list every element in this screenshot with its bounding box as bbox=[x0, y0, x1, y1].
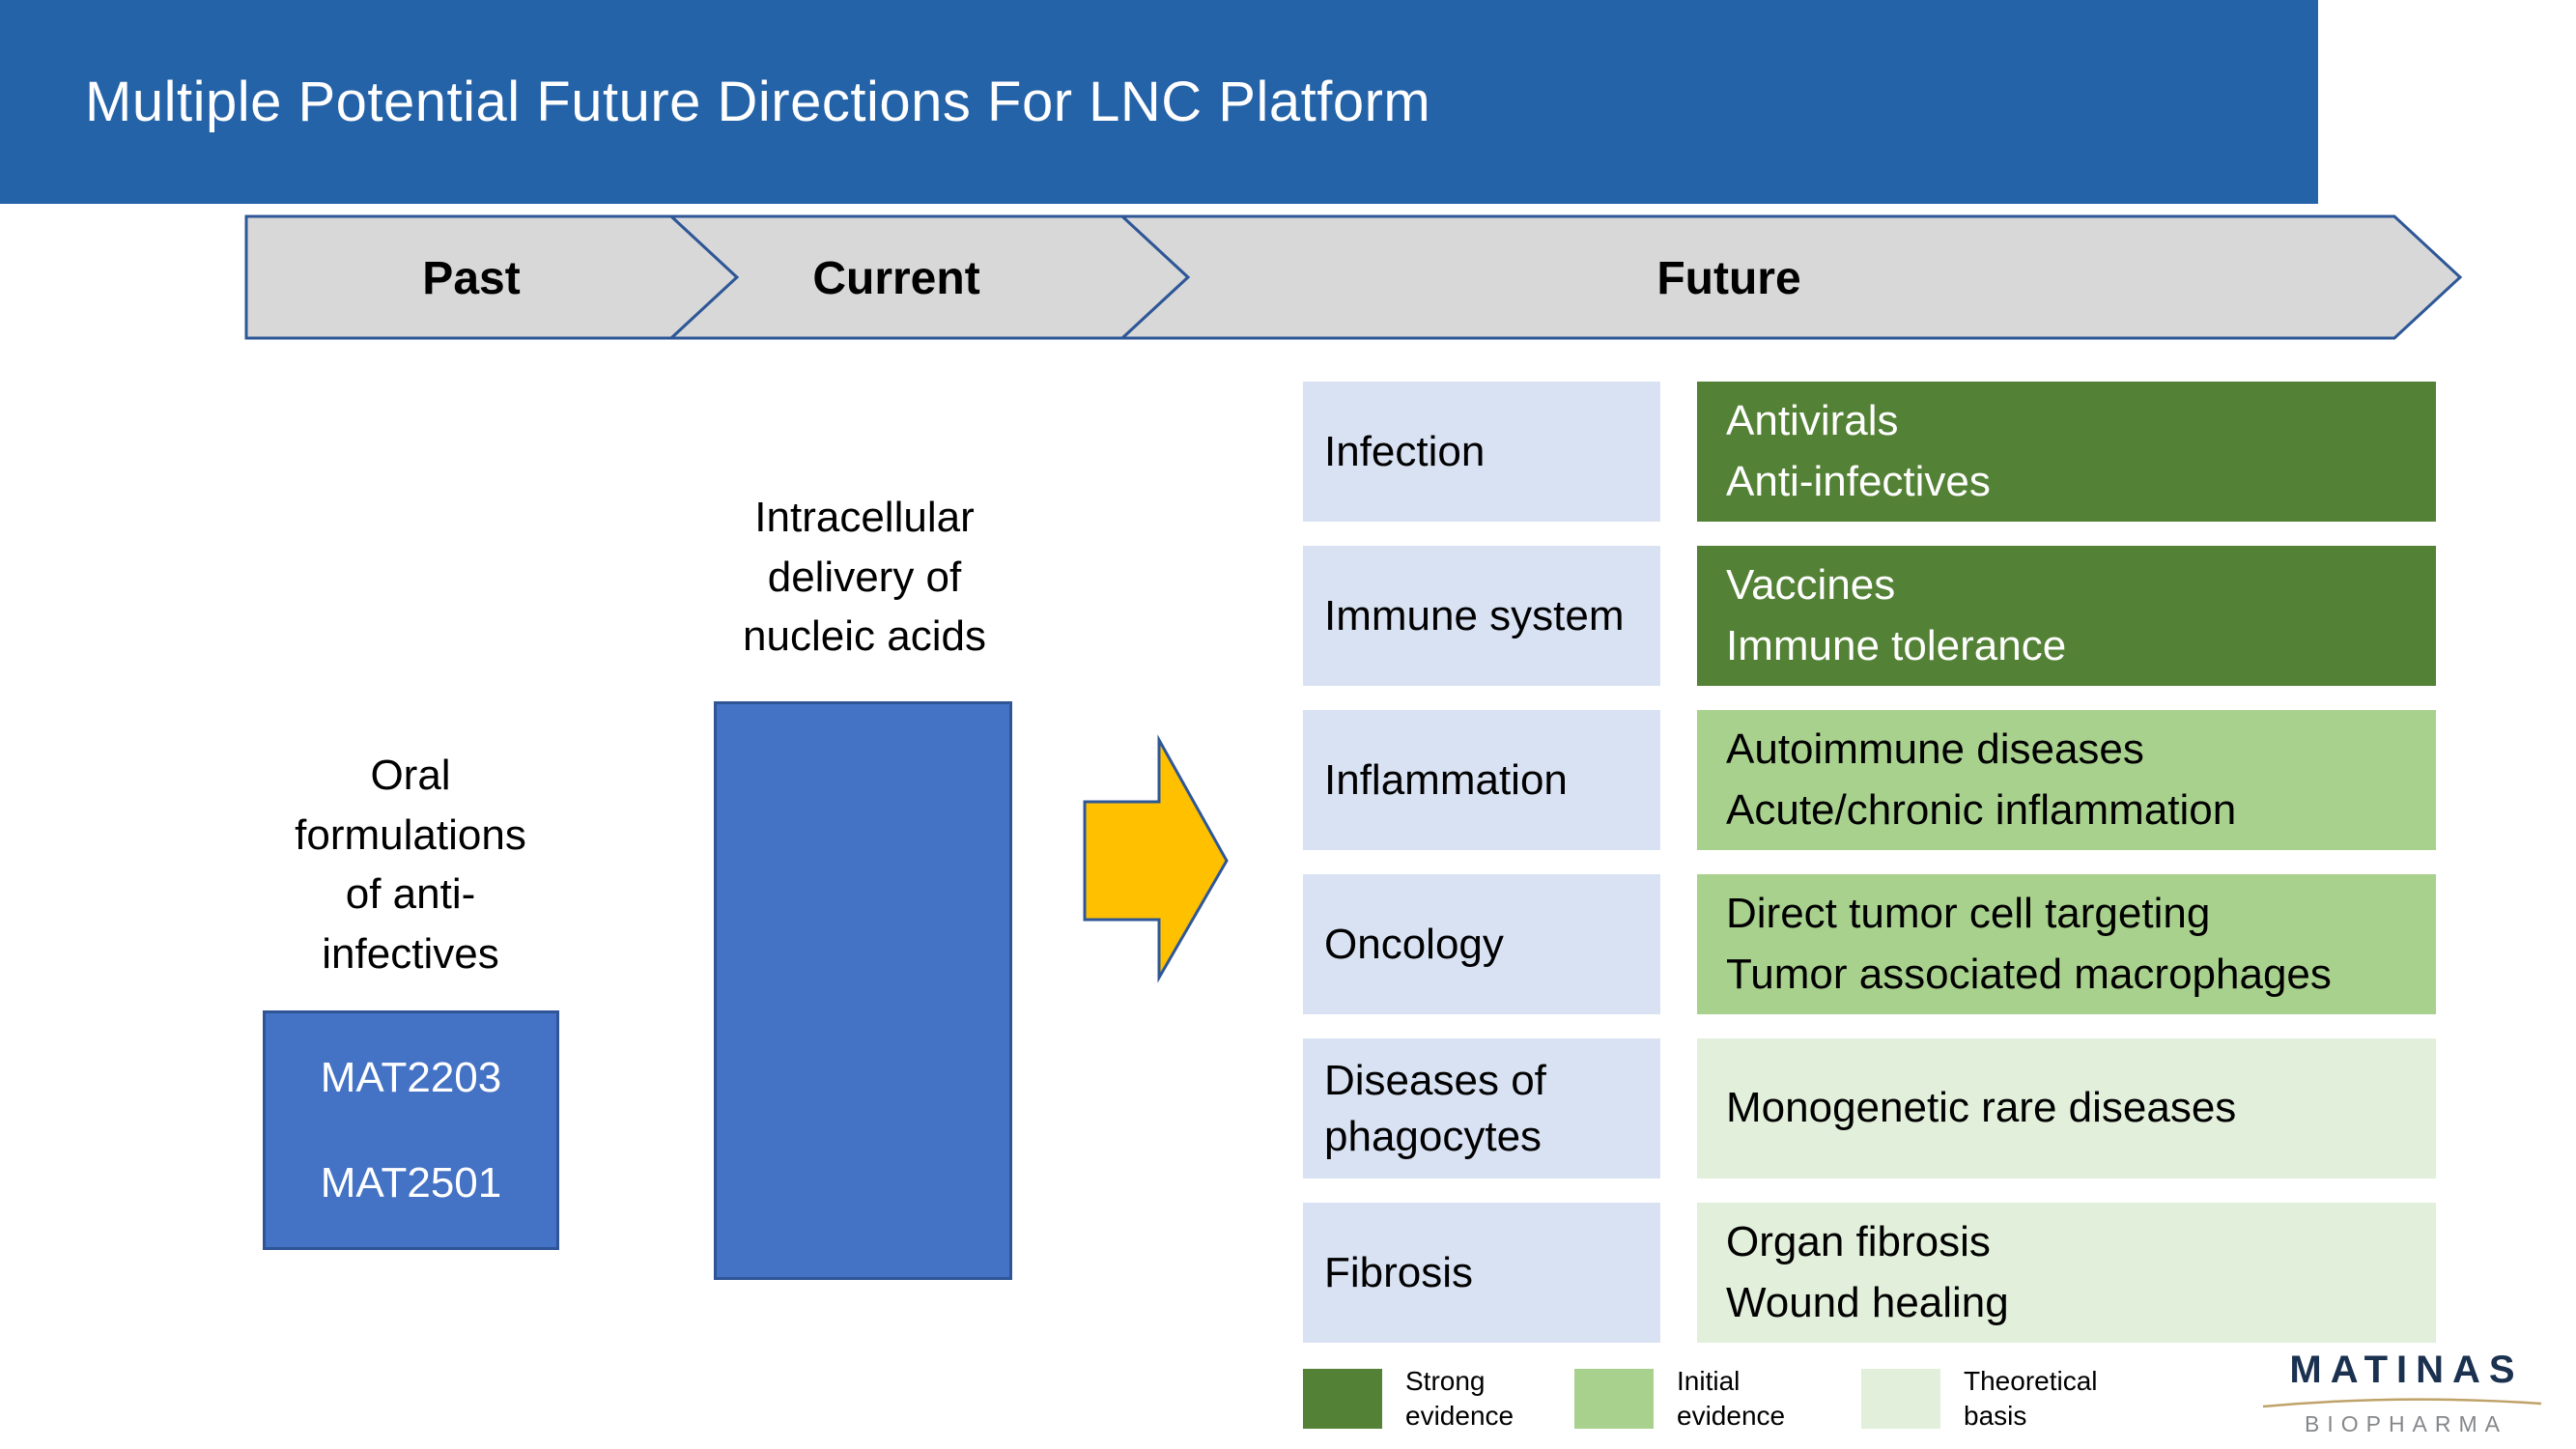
table-row: Immune system Vaccines Immune tolerance bbox=[1303, 546, 2436, 686]
table-row: Diseases of phagocytes Monogenetic rare … bbox=[1303, 1038, 2436, 1179]
category-infection: Infection bbox=[1303, 382, 1660, 522]
table-row: Fibrosis Organ fibrosis Wound healing bbox=[1303, 1203, 2436, 1343]
table-row: Infection Antivirals Anti-infectives bbox=[1303, 382, 2436, 522]
right-arrow-icon bbox=[1083, 734, 1229, 983]
legend-swatch-initial bbox=[1574, 1369, 1654, 1430]
legend-item-initial: Initial evidence bbox=[1574, 1364, 1785, 1435]
logo-wordmark: MATINAS bbox=[2289, 1349, 2524, 1391]
category-inflammation: Inflammation bbox=[1303, 710, 1660, 850]
table-row: Oncology Direct tumor cell targeting Tum… bbox=[1303, 874, 2436, 1014]
current-column-label: Intracellular delivery of nucleic acids bbox=[743, 494, 986, 661]
current-platform-box bbox=[714, 701, 1012, 1280]
timeline: Past Current Future bbox=[244, 214, 2462, 340]
category-immune-system: Immune system bbox=[1303, 546, 1660, 686]
category-diseases-of-phagocytes: Diseases of phagocytes bbox=[1303, 1038, 1660, 1179]
table-row: Inflammation Autoimmune diseases Acute/c… bbox=[1303, 710, 2436, 850]
legend-label-initial: Initial evidence bbox=[1677, 1366, 1786, 1432]
slide-title: Multiple Potential Future Directions For… bbox=[85, 71, 1431, 133]
applications-fibrosis: Organ fibrosis Wound healing bbox=[1697, 1203, 2436, 1343]
past-column-label: Oral formulations of anti- infectives bbox=[295, 752, 526, 978]
logo-subtext: BIOPHARMA bbox=[2304, 1411, 2508, 1436]
product-mat2203: MAT2203 bbox=[320, 1053, 502, 1101]
logo-arc-icon bbox=[2262, 1398, 2542, 1408]
timeline-label-future: Future bbox=[1656, 253, 1800, 304]
product-mat2501: MAT2501 bbox=[320, 1158, 502, 1207]
category-fibrosis: Fibrosis bbox=[1303, 1203, 1660, 1343]
category-oncology: Oncology bbox=[1303, 874, 1660, 1014]
legend-label-theoretical: Theoretical basis bbox=[1964, 1366, 2098, 1432]
applications-diseases-of-phagocytes: Monogenetic rare diseases bbox=[1697, 1038, 2436, 1179]
legend-swatch-strong bbox=[1303, 1369, 1382, 1430]
timeline-segment-future bbox=[1118, 214, 2462, 340]
future-rows: Infection Antivirals Anti-infectives Imm… bbox=[1303, 382, 2436, 1343]
header-bar: Multiple Potential Future Directions For… bbox=[0, 0, 2318, 204]
applications-oncology: Direct tumor cell targeting Tumor associ… bbox=[1697, 874, 2436, 1014]
legend-item-theoretical: Theoretical basis bbox=[1861, 1364, 2098, 1435]
legend-swatch-theoretical bbox=[1861, 1369, 1940, 1430]
timeline-label-past: Past bbox=[422, 253, 520, 304]
applications-infection: Antivirals Anti-infectives bbox=[1697, 382, 2436, 522]
applications-inflammation: Autoimmune diseases Acute/chronic inflam… bbox=[1697, 710, 2436, 850]
legend-item-strong: Strong evidence bbox=[1303, 1364, 1514, 1435]
company-logo: MATINAS BIOPHARMA bbox=[2260, 1349, 2544, 1437]
legend-label-strong: Strong evidence bbox=[1405, 1366, 1514, 1432]
timeline-label-current: Current bbox=[812, 253, 979, 304]
applications-immune-system: Vaccines Immune tolerance bbox=[1697, 546, 2436, 686]
past-products-box: MAT2203 MAT2501 bbox=[263, 1010, 559, 1250]
